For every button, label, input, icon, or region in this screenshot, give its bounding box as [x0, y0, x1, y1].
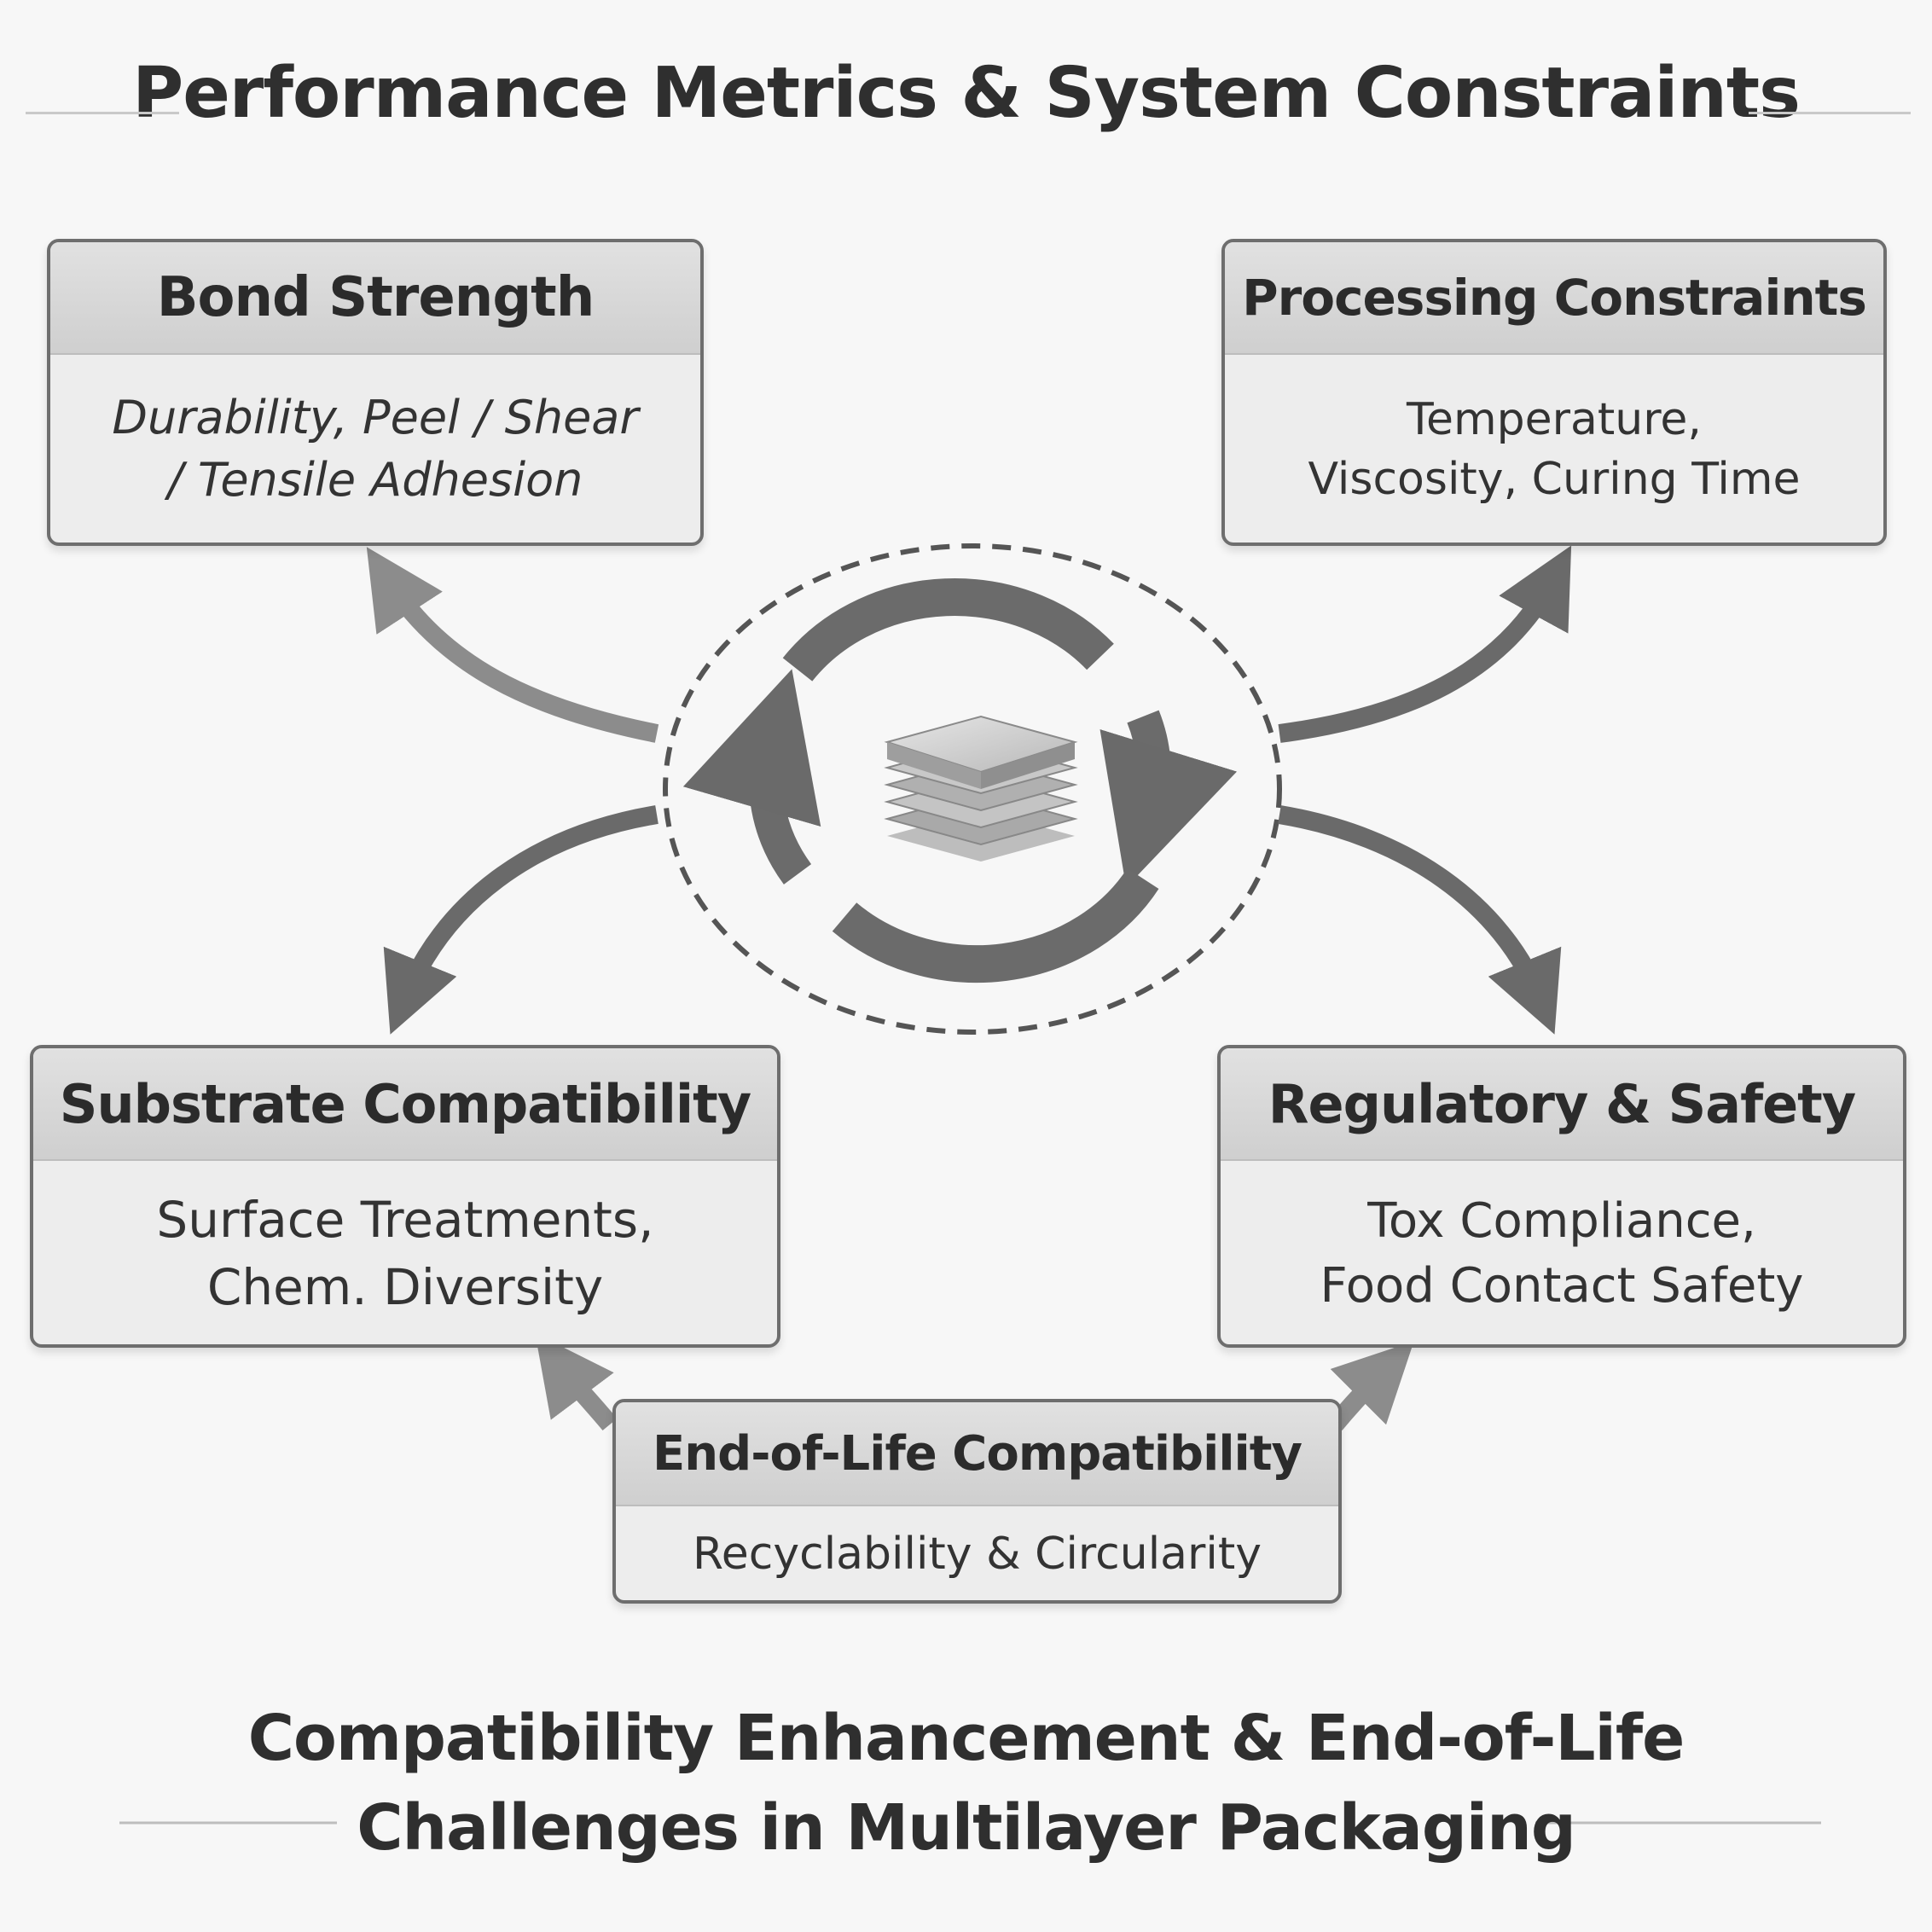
- substrate-compatibility-line2: Chem. Diversity: [206, 1257, 604, 1316]
- end-of-life-body: Recyclability & Circularity: [616, 1506, 1338, 1600]
- regulatory-safety-line2: Food Contact Safety: [1320, 1257, 1804, 1314]
- substrate-compatibility-box: Substrate Compatibility Surface Treatmen…: [30, 1045, 780, 1348]
- arrow-to-regulatory-from-eol: [1327, 1341, 1414, 1431]
- cycle-arrow-top: [782, 578, 1114, 682]
- regulatory-safety-title: Regulatory & Safety: [1221, 1048, 1903, 1161]
- arrow-to-bond-strength: [366, 547, 659, 743]
- hub-dashed-ellipse: [663, 543, 1282, 1035]
- substrate-compatibility-body: Surface Treatments, Chem. Diversity: [33, 1161, 777, 1344]
- cycle-arrow-right: [1099, 710, 1238, 888]
- bond-strength-body: Durability, Peel / Shear / Tensile Adhes…: [50, 355, 700, 542]
- top-title-rule-right: [1749, 112, 1911, 114]
- regulatory-safety-body: Tox Compliance, Food Contact Safety: [1221, 1161, 1903, 1344]
- processing-constraints-title: Processing Constraints: [1225, 242, 1883, 355]
- bond-strength-box: Bond Strength Durability, Peel / Shear /…: [47, 239, 704, 546]
- regulatory-safety-line1: Tox Compliance,: [1367, 1192, 1756, 1249]
- substrate-compatibility-title: Substrate Compatibility: [33, 1048, 777, 1161]
- top-title-rule-left: [26, 112, 179, 114]
- end-of-life-line1: Recyclability & Circularity: [692, 1528, 1262, 1580]
- bond-strength-title: Bond Strength: [50, 242, 700, 355]
- substrate-compatibility-line1: Surface Treatments,: [156, 1191, 654, 1250]
- processing-constraints-box: Processing Constraints Temperature, Visc…: [1221, 239, 1887, 546]
- processing-constraints-line1: Temperature,: [1407, 393, 1702, 445]
- processing-constraints-line2: Viscosity, Curing Time: [1308, 454, 1801, 505]
- cycle-arrows-icon: [682, 578, 1238, 983]
- bond-strength-line1: Durability, Peel / Shear: [112, 391, 639, 445]
- layer-stack-icon: [884, 715, 1078, 862]
- end-of-life-box: End-of-Life Compatibility Recyclability …: [612, 1399, 1342, 1604]
- bottom-title-line2: Challenges in Multilayer Packaging: [357, 1791, 1576, 1865]
- cycle-arrow-left: [682, 669, 821, 885]
- processing-constraints-body: Temperature, Viscosity, Curing Time: [1225, 355, 1883, 542]
- cycle-arrow-bottom: [832, 867, 1159, 983]
- end-of-life-title: End-of-Life Compatibility: [616, 1402, 1338, 1506]
- top-title: Performance Metrics & System Constraints: [132, 53, 1801, 134]
- bond-strength-line2: / Tensile Adhesion: [167, 453, 583, 507]
- arrow-to-processing-constraints: [1278, 545, 1572, 743]
- arrow-to-substrate-compatibility: [383, 805, 659, 1035]
- arrow-to-substrate-from-eol: [535, 1333, 618, 1431]
- regulatory-safety-box: Regulatory & Safety Tox Compliance, Food…: [1217, 1045, 1906, 1348]
- arrow-to-regulatory-safety: [1278, 805, 1562, 1035]
- bottom-title-line1: Compatibility Enhancement & End-of-Life: [247, 1702, 1685, 1775]
